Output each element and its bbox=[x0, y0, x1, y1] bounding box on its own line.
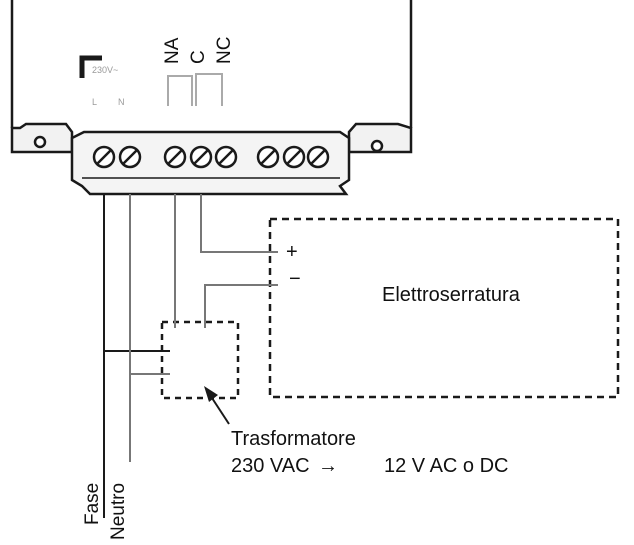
lock-plus-terminal: + bbox=[286, 241, 298, 263]
contact-label-nc: NC bbox=[214, 37, 235, 64]
transformer-box bbox=[160, 320, 240, 400]
transformer-input-voltage: 230 VAC bbox=[231, 455, 310, 477]
transformer-output-voltage: 12 V AC o DC bbox=[384, 455, 509, 477]
left-mounting-hole bbox=[33, 135, 47, 149]
screw-terminal-c bbox=[189, 145, 213, 169]
electric-lock-title: Elettroserratura bbox=[382, 284, 521, 306]
device-housing: 230V~ L N bbox=[10, 0, 413, 128]
terminal-block bbox=[10, 122, 413, 196]
contact-label-c: C bbox=[188, 50, 209, 64]
wire-label-neutro: Neutro bbox=[108, 483, 129, 540]
transformer-pointer-arrow bbox=[211, 397, 230, 425]
wires bbox=[103, 194, 278, 518]
screw-terminal-nc bbox=[214, 145, 238, 169]
screw-terminal-8 bbox=[306, 145, 330, 169]
contact-label-na: NA bbox=[162, 37, 183, 64]
arrow-icon bbox=[204, 386, 218, 402]
transformer-title: Trasformatore bbox=[231, 428, 356, 450]
screw-terminal-6 bbox=[256, 145, 280, 169]
wire-label-fase: Fase bbox=[82, 483, 103, 525]
voltage-marking: 230V~ bbox=[92, 65, 118, 75]
relay-contact-symbol bbox=[167, 73, 223, 106]
marking-n: N bbox=[118, 97, 125, 107]
screw-terminal-na bbox=[163, 145, 187, 169]
screw-terminal-7 bbox=[282, 145, 306, 169]
screw-terminal-n bbox=[118, 145, 142, 169]
electric-lock-box bbox=[268, 217, 620, 399]
right-mounting-hole bbox=[370, 139, 384, 153]
marking-l: L bbox=[92, 97, 97, 107]
screw-terminal-l bbox=[92, 145, 116, 169]
terminal-marking-bracket bbox=[79, 55, 102, 78]
transformer-conversion-arrow: → bbox=[318, 455, 338, 477]
lock-minus-terminal: − bbox=[289, 268, 301, 290]
